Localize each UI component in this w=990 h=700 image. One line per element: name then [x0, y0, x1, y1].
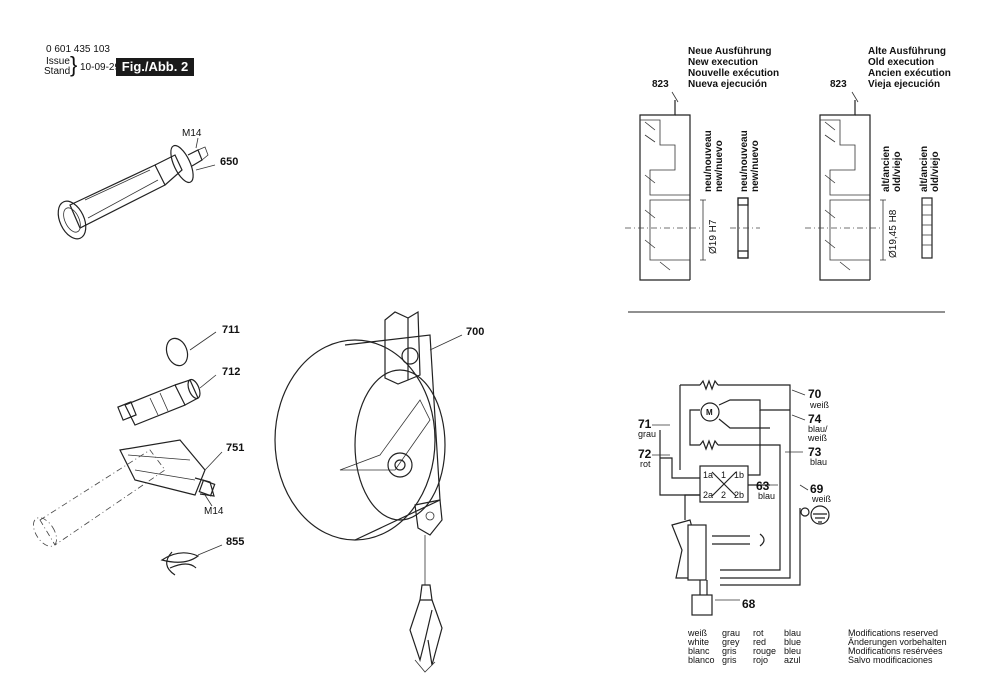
- part-number: 0 601 435 103: [46, 44, 110, 55]
- main-handle-drawing: [57, 144, 209, 240]
- callout-751: 751: [226, 442, 245, 454]
- stand-label: Stand: [44, 66, 71, 77]
- new-part-823: 823: [652, 79, 669, 90]
- balancer-700-drawing: [274, 310, 446, 673]
- wiring-diagram: [659, 379, 830, 616]
- old-execution-drawing: [805, 100, 933, 281]
- motor-icon: [700, 402, 720, 422]
- leader-m14-top: [195, 137, 199, 149]
- callout-side-thread: M14: [204, 506, 224, 517]
- new-execution-drawing: [625, 100, 760, 281]
- callout-711: 711: [222, 324, 240, 336]
- old-execution-label: Alte Ausführung Old execution Ancien exé…: [868, 46, 951, 90]
- adapter-712-drawing: [117, 378, 201, 426]
- side-handle-751-drawing: [33, 439, 216, 547]
- brace-icon: }: [70, 52, 78, 77]
- issue-date: 10-09-29: [80, 62, 121, 73]
- issue-label: Issue: [46, 56, 70, 67]
- callout-700: 700: [466, 326, 485, 338]
- old-part-823: 823: [830, 79, 847, 90]
- callout-650: 650: [220, 156, 239, 168]
- ground-icon: [810, 505, 830, 525]
- callout-handle-thread: M14: [182, 128, 202, 139]
- leader-650: [195, 164, 216, 171]
- clip-855-drawing: [160, 551, 200, 576]
- callout-712: 712: [222, 366, 241, 378]
- oring-711-drawing: [165, 337, 189, 367]
- callout-855: 855: [226, 536, 245, 548]
- figure-label: Fig./Abb. 2: [116, 58, 194, 76]
- new-execution-label: Neue Ausführung New execution Nouvelle e…: [688, 46, 780, 90]
- resistor-top-icon: [699, 379, 719, 391]
